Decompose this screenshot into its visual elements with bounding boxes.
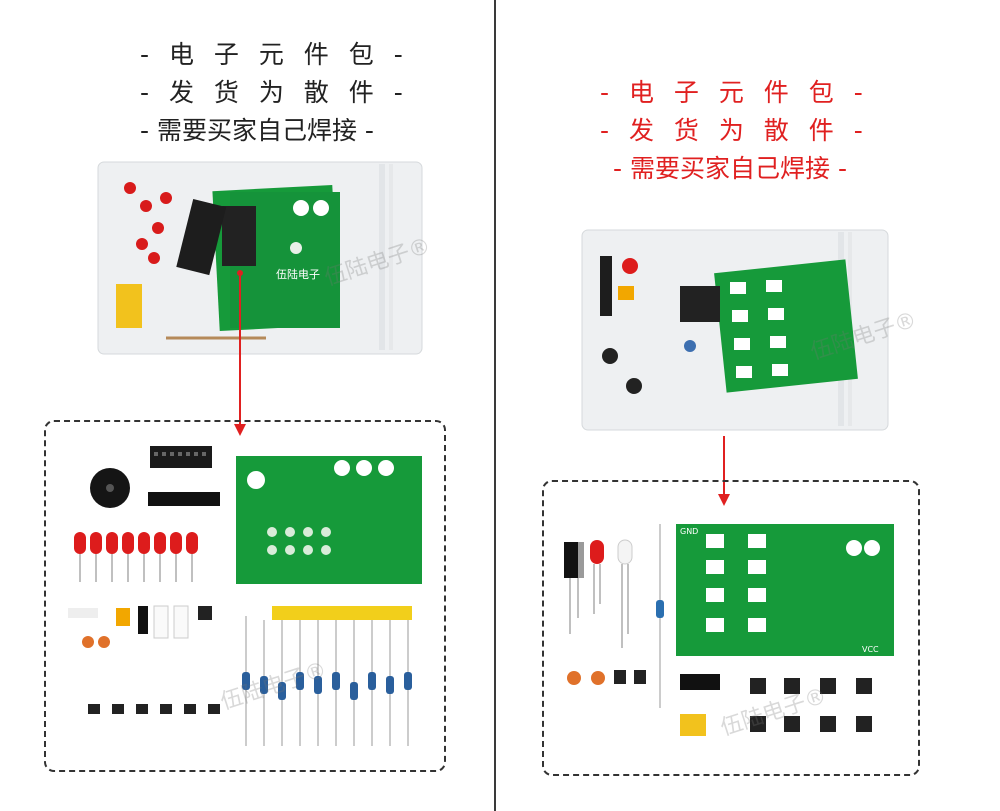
caption-line-3: - 需要买家自己焊接 - xyxy=(613,154,847,183)
bagged-kit-photo xyxy=(581,229,889,431)
arrow-line xyxy=(239,276,241,424)
components-box xyxy=(542,480,920,776)
loose-components-photo xyxy=(68,446,422,746)
left-panel: - 电 子 元 件 包 - - 发 货 为 散 件 - - 需要买家自己焊接 -… xyxy=(0,0,494,811)
caption-line-2: - 发 货 为 散 件 - xyxy=(140,78,409,107)
svg-text:伍陆电子: 伍陆电子 xyxy=(276,267,320,281)
loose-components-photo: GND VCC xyxy=(564,524,894,736)
arrow-origin-dot xyxy=(237,270,243,276)
left-caption: - 电 子 元 件 包 - - 发 货 为 散 件 - - 需要买家自己焊接 - xyxy=(140,36,409,150)
components-box xyxy=(44,420,446,772)
pcb-vcc-label: VCC xyxy=(862,645,879,654)
pcb-gnd-label: GND xyxy=(680,527,698,536)
arrow-head xyxy=(718,494,730,506)
caption-line-1: - 电 子 元 件 包 - xyxy=(140,40,409,69)
bagged-kit-photo: 伍陆电子 xyxy=(97,161,423,355)
right-panel: - 电 子 元 件 包 - - 发 货 为 散 件 - - 需要买家自己焊接 -… xyxy=(496,0,1000,811)
caption-line-1: - 电 子 元 件 包 - xyxy=(600,78,869,107)
caption-line-2: - 发 货 为 散 件 - xyxy=(600,116,869,145)
arrow-head xyxy=(234,424,246,436)
arrow-line xyxy=(723,436,725,496)
caption-line-3: - 需要买家自己焊接 - xyxy=(140,116,374,145)
right-caption: - 电 子 元 件 包 - - 发 货 为 散 件 - - 需要买家自己焊接 - xyxy=(600,74,869,188)
panel-divider xyxy=(494,0,496,811)
